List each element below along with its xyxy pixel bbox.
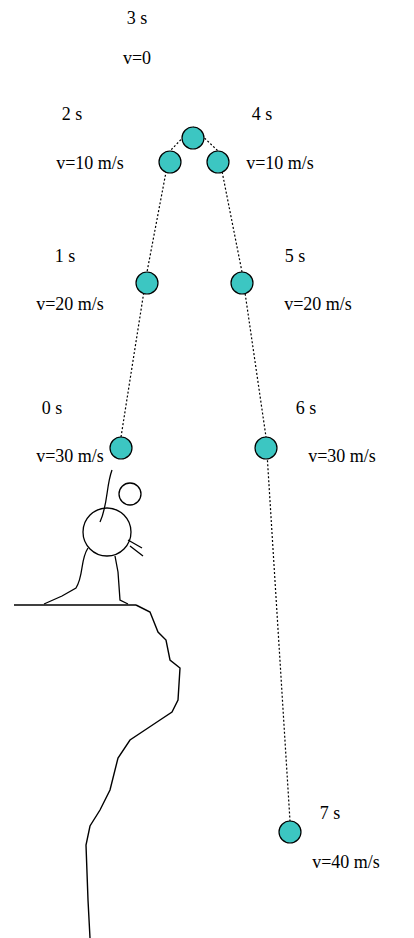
time-label: 4 s — [252, 104, 273, 126]
person-figure — [44, 470, 143, 604]
time-label: 7 s — [320, 803, 341, 825]
time-label: 6 s — [296, 398, 317, 420]
cliff — [14, 605, 180, 938]
velocity-label: v=0 — [123, 48, 151, 70]
velocity-label: v=10 m/s — [56, 153, 124, 175]
time-label: 1 s — [55, 246, 76, 268]
velocity-label: v=20 m/s — [36, 294, 104, 316]
trajectory-path — [121, 127, 290, 821]
velocity-label: v=30 m/s — [36, 446, 104, 468]
time-label: 3 s — [127, 8, 148, 30]
velocity-label: v=40 m/s — [312, 852, 380, 874]
time-label: 5 s — [285, 246, 306, 268]
time-label: 0 s — [42, 398, 63, 420]
time-label: 2 s — [62, 104, 83, 126]
velocity-label: v=30 m/s — [308, 446, 376, 468]
ball — [110, 127, 301, 843]
velocity-label: v=20 m/s — [284, 294, 352, 316]
velocity-label: v=10 m/s — [246, 153, 314, 175]
